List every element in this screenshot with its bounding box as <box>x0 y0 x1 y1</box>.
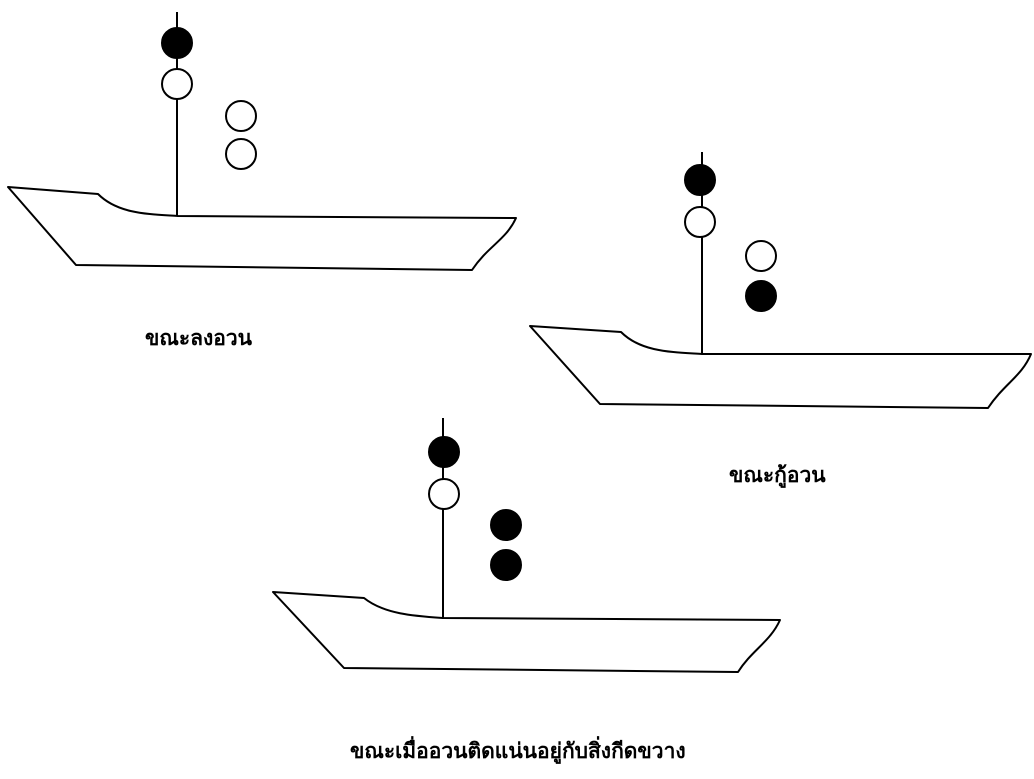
hull <box>529 325 1032 409</box>
side-signal-upper <box>490 509 522 541</box>
caption-hauling-nets: ขณะกู้อวน <box>729 463 826 489</box>
mast-signal-lower <box>428 478 460 510</box>
hull <box>7 186 517 271</box>
side-signal-lower <box>490 549 522 581</box>
vessel-hauling-nets: ขณะกู้อวน <box>529 152 1032 489</box>
caption-nets-fast-on-obstruction: ขณะเมื่ออวนติดแน่นอยู่กับสิ่งกีดขวาง <box>350 735 686 765</box>
mast-signal-upper <box>428 436 460 468</box>
vessel-shooting-nets: ขณะลงอวน <box>7 12 517 350</box>
side-signal-lower <box>225 138 257 170</box>
mast-signal-lower <box>684 206 716 238</box>
side-signal-upper <box>225 100 257 132</box>
vessel-nets-fast-on-obstruction: ขณะเมื่ออวนติดแน่นอยู่กับสิ่งกีดขวาง <box>272 418 781 765</box>
side-signal-upper <box>745 240 777 272</box>
hull <box>272 591 781 673</box>
mast-signal-lower <box>161 68 193 100</box>
caption-shooting-nets: ขณะลงอวน <box>145 326 253 350</box>
mast-signal-upper <box>684 164 716 196</box>
side-signal-lower <box>745 280 777 312</box>
mast-signal-upper <box>161 27 193 59</box>
